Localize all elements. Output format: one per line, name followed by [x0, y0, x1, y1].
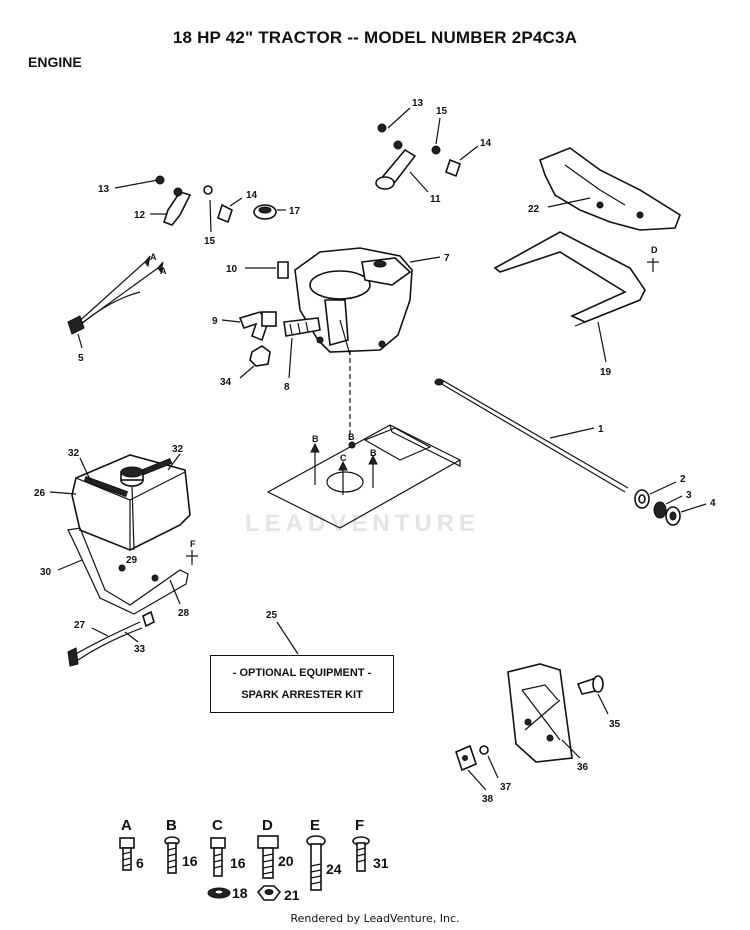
hw-letter-e: E: [310, 817, 320, 834]
callout-38: 38: [482, 794, 494, 805]
part-30-tank-bracket: [67, 527, 189, 615]
callout-4: 4: [710, 498, 716, 509]
hw-letter-d: D: [262, 817, 273, 834]
part-22-shroud: [539, 147, 681, 231]
callout-17: 17: [289, 206, 301, 217]
callout-9: 9: [212, 316, 218, 327]
part-10-bracket: [277, 261, 289, 279]
frame-plate: [266, 350, 462, 529]
hw-part-c: 16: [230, 855, 246, 871]
callout-14-right: 14: [480, 138, 492, 149]
callout-15-left: 15: [204, 236, 216, 247]
callout-37: 37: [500, 782, 512, 793]
callout-10: 10: [226, 264, 238, 275]
callout-13-left: 13: [98, 184, 110, 195]
callout-12: 12: [134, 210, 146, 221]
optional-equipment-box: - OPTIONAL EQUIPMENT - SPARK ARRESTER KI…: [210, 655, 394, 713]
hw-washer-18: [207, 887, 231, 899]
hardware-key: A 6 B 16 C 16 18 D: [119, 817, 389, 903]
callout-26: 26: [34, 488, 46, 499]
part-36-arrester-plate: [507, 663, 573, 763]
hw-letter-b: B: [166, 817, 177, 834]
part-11-lever: [375, 123, 461, 190]
section-label: ENGINE: [28, 54, 82, 70]
part-34-plug: [249, 345, 271, 367]
hw-letter-f: F: [355, 817, 364, 834]
hw-bolt-c: [210, 837, 226, 877]
letter-a-2: A: [160, 266, 167, 276]
callout-22: 22: [528, 204, 540, 215]
callout-33: 33: [134, 644, 146, 655]
letter-b-2: B: [370, 448, 377, 458]
spark-arrester-kit-label: SPARK ARRESTER KIT: [241, 689, 363, 701]
hw-nut-21: [256, 885, 282, 901]
part-7-engine: [294, 247, 413, 356]
part-1-dipstick: [434, 378, 629, 493]
callout-30: 30: [40, 567, 52, 578]
optional-equipment-label: - OPTIONAL EQUIPMENT -: [232, 667, 372, 679]
part-5-cable: [67, 255, 164, 335]
part-26-fuel-tank: [71, 454, 191, 551]
callout-25: 25: [266, 610, 278, 621]
callout-36: 36: [577, 762, 589, 773]
part-35-bolt: [576, 675, 604, 695]
callout-5: 5: [78, 353, 84, 364]
callout-15-right: 15: [436, 106, 448, 117]
letter-b-3: B: [348, 432, 355, 442]
callout-32-left: 32: [68, 448, 80, 459]
hw-bolt-d: [257, 835, 279, 879]
callout-19: 19: [600, 367, 612, 378]
part-9-elbow: [238, 311, 277, 342]
hw-part-a: 6: [136, 855, 144, 871]
hw-part-e: 24: [326, 861, 342, 877]
callout-8: 8: [284, 382, 290, 393]
part-17-nut: [253, 204, 277, 220]
letter-a-1: A: [150, 252, 157, 262]
part-8-pipe: [283, 317, 321, 337]
hw-bolt-e: [306, 835, 326, 891]
part-38-nut: [455, 744, 477, 772]
part-33-fuel-line: [67, 610, 155, 667]
hw-washer-c: 18: [232, 885, 248, 901]
part-19-shroud: [493, 231, 646, 327]
part-37-washer: [479, 745, 489, 755]
callout-34: 34: [220, 377, 232, 388]
page-title: 18 HP 42" TRACTOR -- MODEL NUMBER 2P4C3A: [172, 28, 578, 47]
hw-bolt-a: [119, 837, 135, 871]
letter-f: F: [190, 539, 196, 549]
hw-bolt-f: [352, 836, 370, 872]
hw-nut-d: 21: [284, 887, 300, 903]
letter-b-1: B: [312, 434, 319, 444]
callout-27: 27: [74, 620, 86, 631]
part-2-washer: [634, 489, 650, 509]
hw-part-d: 20: [278, 853, 294, 869]
part-3-washer: [653, 501, 667, 519]
callout-32-right: 32: [172, 444, 184, 455]
footer-credit: Rendered by LeadVenture, Inc.: [290, 912, 460, 925]
hw-part-f: 31: [373, 855, 389, 871]
letter-d: D: [651, 245, 658, 255]
callout-3: 3: [686, 490, 692, 501]
callout-2: 2: [680, 474, 686, 485]
hw-part-b: 16: [182, 853, 198, 869]
callout-1: 1: [598, 424, 604, 435]
hw-bolt-b: [164, 836, 180, 874]
callout-7: 7: [444, 253, 450, 264]
callout-29: 29: [126, 555, 138, 566]
callout-13-right: 13: [412, 98, 424, 109]
letter-c: C: [340, 453, 347, 463]
callout-11: 11: [430, 194, 441, 205]
watermark: LEADVENTURE: [245, 510, 481, 537]
callout-35: 35: [609, 719, 621, 730]
part-4-nut: [665, 506, 681, 526]
callout-14-left: 14: [246, 190, 258, 201]
hw-letter-a: A: [121, 817, 132, 834]
callout-28: 28: [178, 608, 190, 619]
hw-letter-c: C: [212, 817, 223, 834]
part-12-lever: [155, 175, 233, 226]
